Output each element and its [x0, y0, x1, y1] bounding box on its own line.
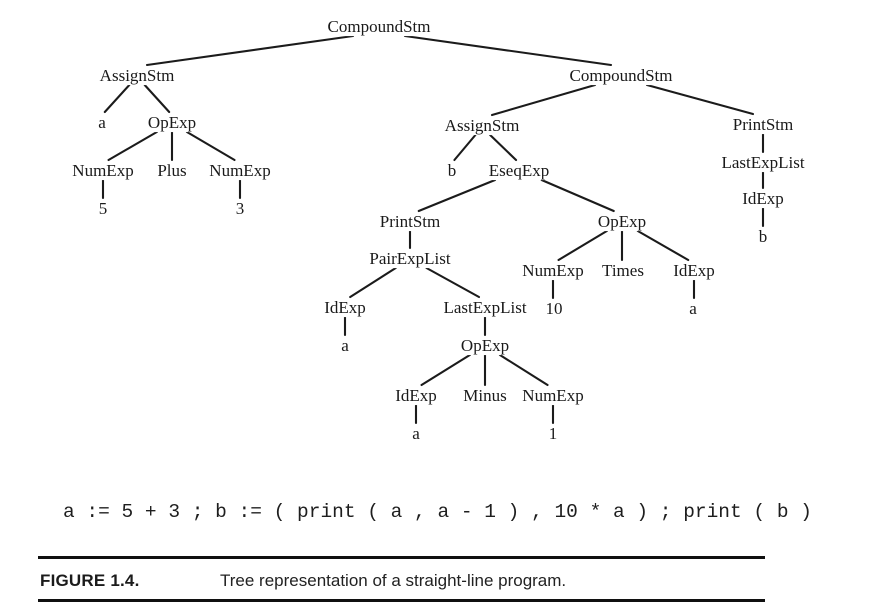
code-line: a := 5 + 3 ; b := ( print ( a , a - 1 ) … [63, 501, 812, 523]
tree-node-lastExpListM: LastExpList [441, 298, 529, 318]
tree-node-numExpTen: NumExp [520, 261, 586, 281]
tree-edge-opExpR-numExpTen [557, 229, 608, 262]
tree-edge-pairExpList-idExpA1 [349, 266, 397, 299]
tree-edges [101, 34, 765, 425]
figure-caption: Tree representation of a straight-line p… [220, 571, 567, 590]
tree-edge-opExpL-numExpL2 [185, 130, 236, 162]
tree-edge-compoundR-assignR [490, 83, 597, 117]
tree-node-opExpR: OpExp [595, 212, 649, 232]
tree-node-minus: Minus [461, 386, 509, 406]
figure-rule-top [38, 556, 765, 559]
tree-node-bPrint: b [756, 227, 770, 247]
tree-edge-root-assignL [145, 34, 355, 67]
tree-node-numExpL2: NumExp [207, 161, 273, 181]
tree-edge-assignR-eseqExp [489, 133, 518, 162]
tree-node-numExpM: NumExp [520, 386, 586, 406]
tree-edge-root-compoundR [403, 34, 613, 67]
tree-node-opExpM: OpExp [458, 336, 512, 356]
tree-node-aL: a [96, 113, 108, 133]
tree-edge-eseqExp-printStmM [417, 178, 497, 213]
tree-node-idExpA1: IdExp [322, 298, 368, 318]
tree-node-five: 5 [96, 199, 110, 219]
tree-node-numExpL1: NumExp [70, 161, 136, 181]
tree-edge-assignL-opExpL [143, 83, 171, 114]
tree-node-bAssign: b [445, 161, 459, 181]
tree-node-aTimes: a [687, 299, 699, 319]
tree-edge-opExpM-numExpM [498, 353, 549, 387]
tree-node-lastExpListR: LastExpList [719, 153, 807, 173]
tree-edge-opExpM-idExpA2 [420, 353, 471, 387]
tree-edge-opExpR-idExpA3 [636, 229, 690, 262]
tree-node-one: 1 [546, 424, 560, 444]
tree-node-aMinus: a [410, 424, 422, 444]
tree-edge-compoundR-printStmR [645, 83, 755, 116]
tree-node-printStmR: PrintStm [730, 115, 796, 135]
tree-node-printStmM: PrintStm [377, 212, 443, 232]
figure-rule-bottom [38, 599, 765, 602]
tree-edge-pairExpList-lastExpListM [425, 266, 481, 299]
tree-node-eseqExp: EseqExp [486, 161, 552, 181]
tree-edge-opExpL-numExpL1 [107, 130, 158, 162]
tree-node-assignR: AssignStm [442, 116, 522, 136]
figure-label: FIGURE 1.4. [40, 571, 140, 590]
tree-node-aPair: a [339, 336, 351, 356]
tree-edge-assignR-bAssign [453, 133, 477, 162]
tree-node-idExpB: IdExp [740, 189, 786, 209]
tree-node-idExpA2: IdExp [393, 386, 439, 406]
tree-node-times: Times [600, 261, 646, 281]
tree-node-assignL: AssignStm [97, 66, 177, 86]
tree-node-pairExpList: PairExpList [367, 249, 453, 269]
tree-node-ten: 10 [543, 299, 565, 319]
tree-node-plus: Plus [155, 161, 189, 181]
tree-node-opExpL: OpExp [145, 113, 199, 133]
tree-edge-eseqExp-opExpR [540, 178, 615, 213]
tree-edge-assignL-aL [103, 83, 131, 114]
tree-node-idExpA3: IdExp [671, 261, 717, 281]
tree-node-compoundR: CompoundStm [567, 66, 675, 86]
tree-node-root: CompoundStm [325, 17, 433, 37]
tree-node-three: 3 [233, 199, 247, 219]
